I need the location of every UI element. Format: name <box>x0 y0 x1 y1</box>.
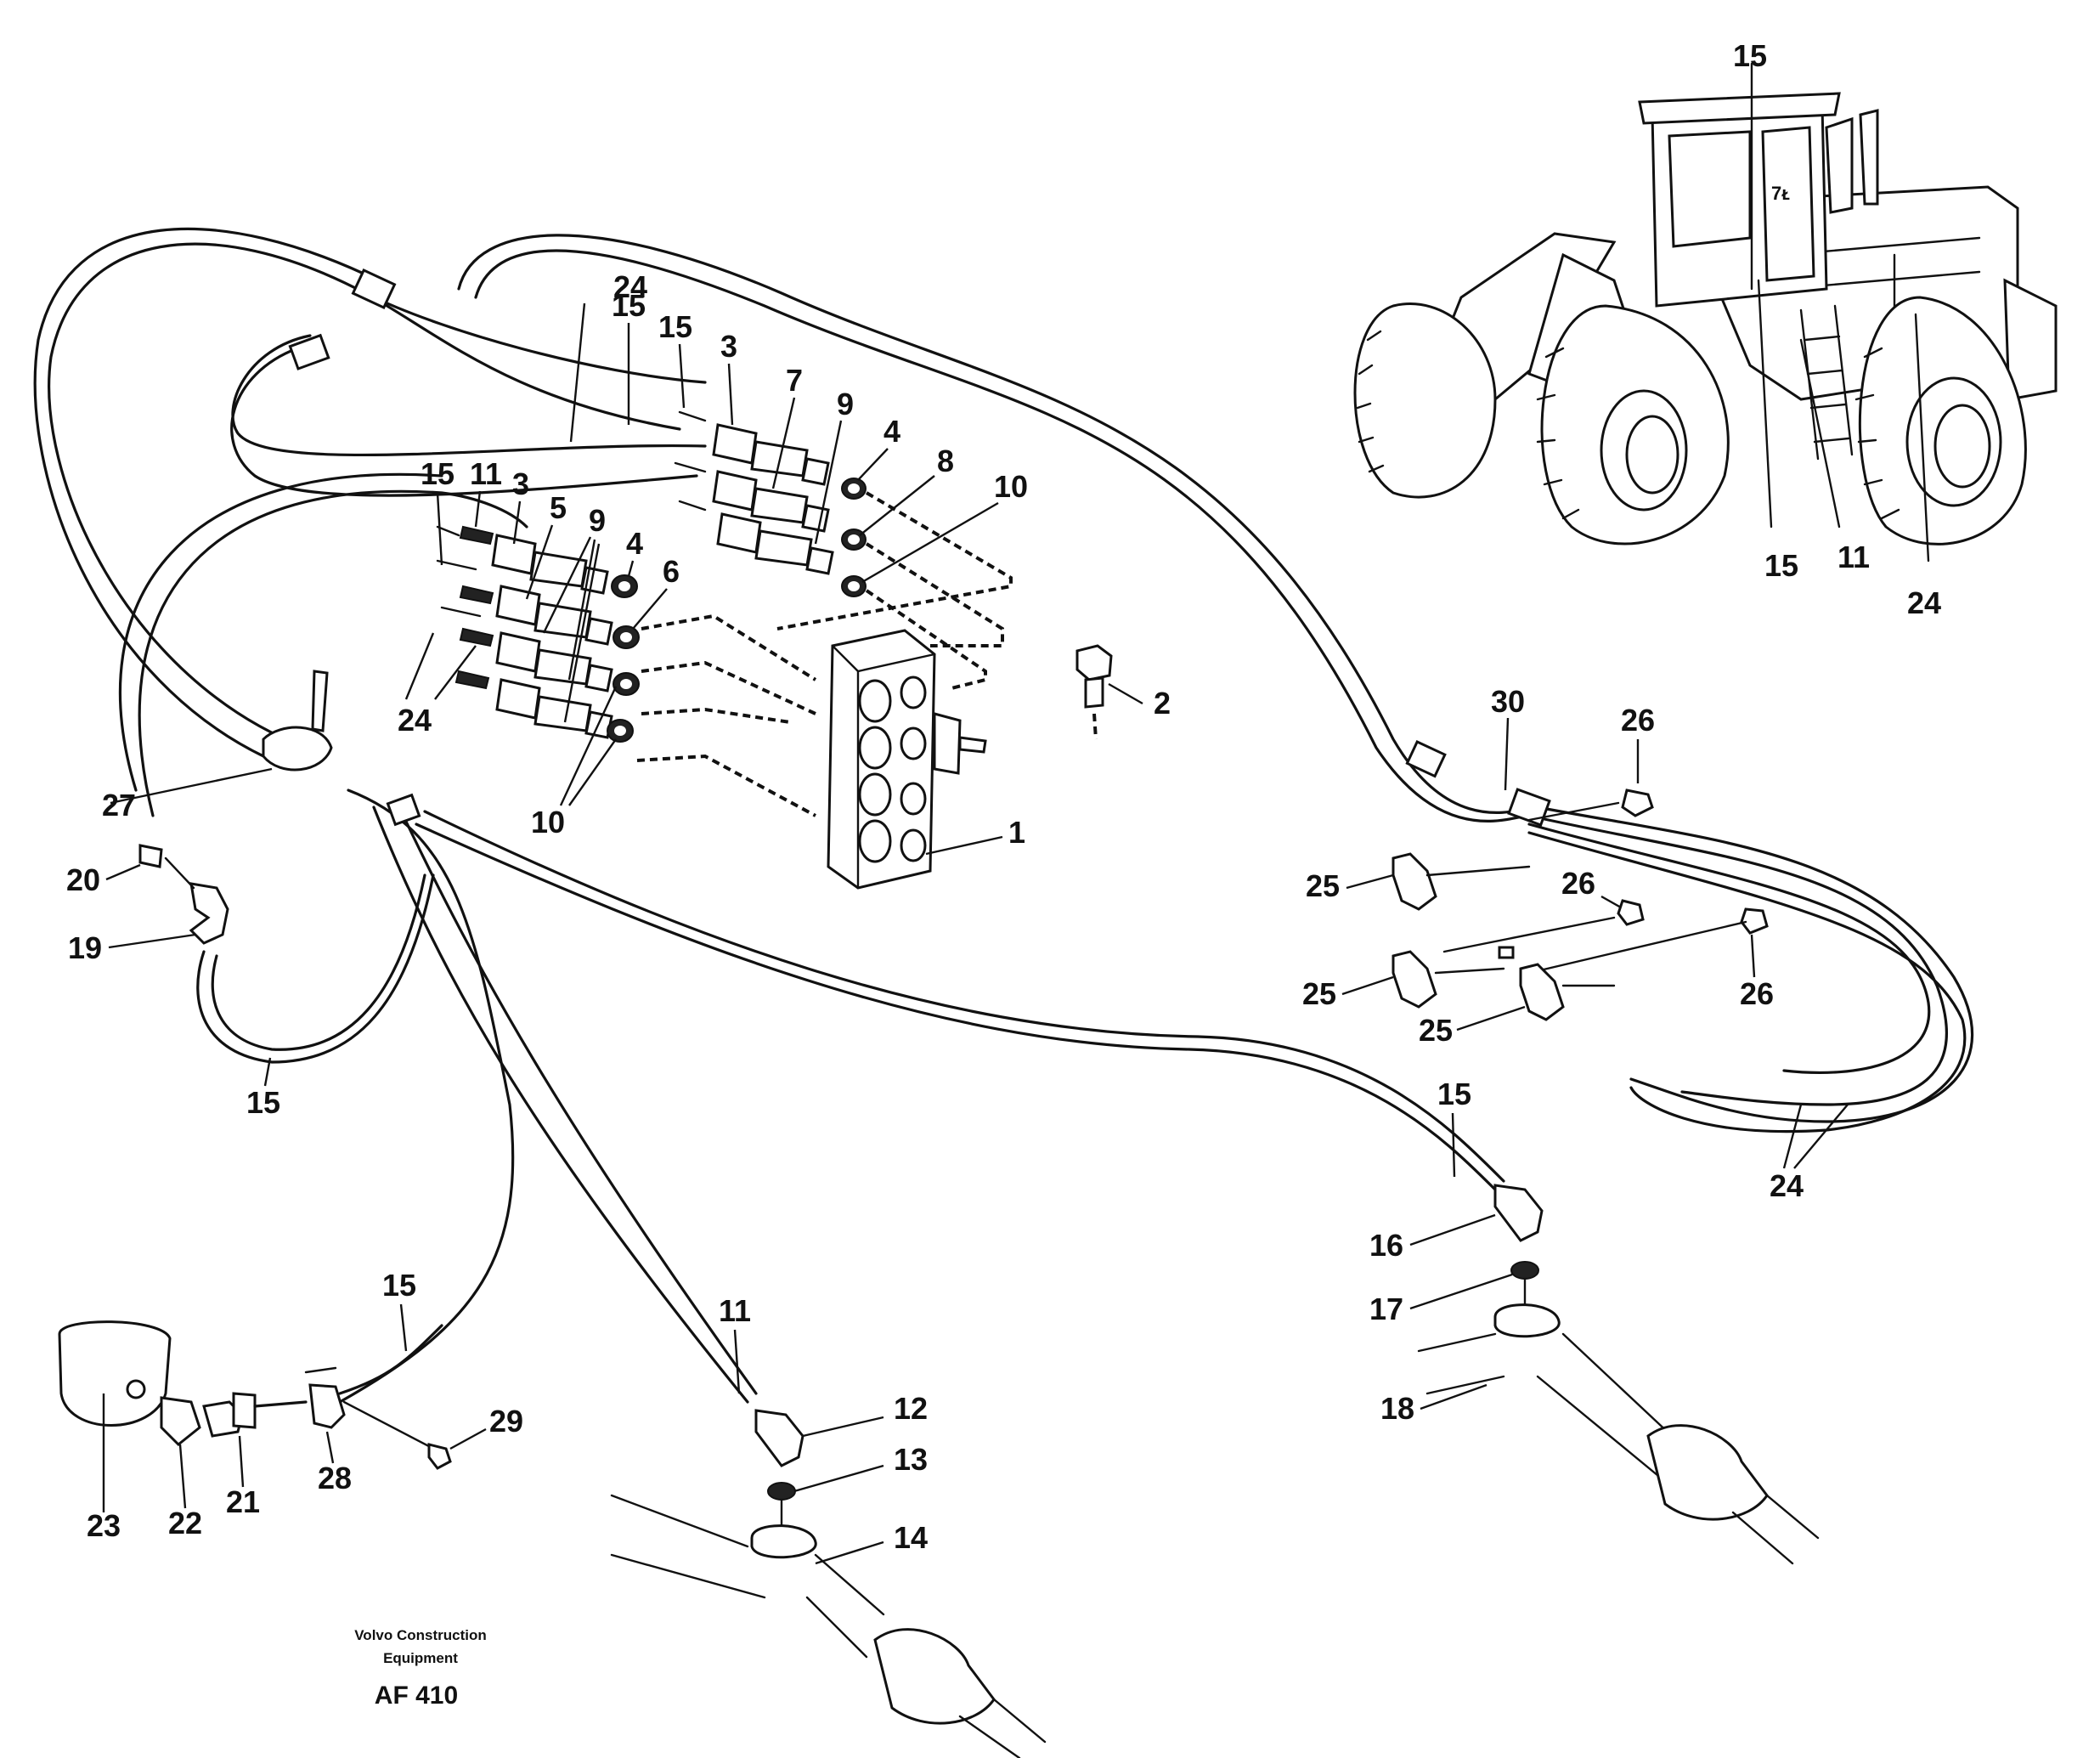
label-26-a: 26 <box>1621 703 1655 738</box>
label-24-top: 24 <box>613 269 647 304</box>
label-3-mid: 3 <box>512 466 529 501</box>
label-25-b: 25 <box>1302 976 1336 1011</box>
label-24-right: 24 <box>1770 1168 1804 1203</box>
label-15-top-a: 15 <box>612 288 646 323</box>
wheel-loader-illustration: 7ᴌ 15 15 11 24 <box>1353 38 2058 620</box>
label-30: 30 <box>1491 684 1525 719</box>
label-15-bottom: 15 <box>382 1268 416 1303</box>
drawing-code: AF 410 <box>375 1682 458 1710</box>
label-11-loader: 11 <box>1838 540 1870 574</box>
upper-fittings-group: 24 15 15 3 7 9 4 8 10 <box>569 269 1028 690</box>
label-15-right: 15 <box>1437 1077 1471 1111</box>
label-7: 7 <box>786 363 803 398</box>
label-18: 18 <box>1380 1391 1414 1426</box>
label-22: 22 <box>168 1506 202 1540</box>
svg-text:7ᴌ: 7ᴌ <box>1771 183 1790 204</box>
label-8: 8 <box>937 444 954 478</box>
label-11-mid: 11 <box>470 456 502 491</box>
label-1: 1 <box>1008 815 1025 850</box>
label-17: 17 <box>1369 1292 1403 1326</box>
label-25-a: 25 <box>1306 868 1340 903</box>
front-wheel <box>1353 302 1497 499</box>
label-29: 29 <box>489 1404 523 1439</box>
label-20: 20 <box>66 862 100 897</box>
middle-fittings-group: 15 11 3 5 9 4 6 24 10 <box>398 456 817 839</box>
label-10-upper: 10 <box>994 469 1028 504</box>
label-15-left: 15 <box>246 1085 280 1120</box>
right-elbows-group: 26 25 26 25 26 25 30 24 <box>1302 684 1849 1203</box>
label-23: 23 <box>87 1508 121 1543</box>
hose-routing: 27 <box>33 227 1974 1404</box>
label-15-top-b: 15 <box>658 309 692 344</box>
label-26-c: 26 <box>1740 976 1774 1011</box>
rear-wheel <box>1854 296 2027 545</box>
label-25-c: 25 <box>1419 1013 1453 1048</box>
label-3-upper: 3 <box>720 329 737 364</box>
label-16: 16 <box>1369 1228 1403 1263</box>
label-9-upper: 9 <box>837 387 854 421</box>
left-elbow-group: 20 19 15 <box>66 844 435 1120</box>
brand-line-2: Equipment <box>383 1650 458 1666</box>
label-10-lower: 10 <box>531 805 565 839</box>
label-9-mid: 9 <box>589 503 606 538</box>
label-27: 27 <box>102 788 136 822</box>
label-21: 21 <box>226 1484 260 1519</box>
label-4-mid: 4 <box>626 526 643 561</box>
label-14: 14 <box>894 1520 928 1555</box>
label-24-loader: 24 <box>1907 585 1941 620</box>
bottom-cylinder-group: 11 12 13 14 <box>610 1293 1047 1758</box>
label-26-b: 26 <box>1561 866 1595 901</box>
right-cylinder-group: 15 16 17 18 <box>1369 1077 1820 1565</box>
plug: 2 <box>1075 644 1171 740</box>
label-6: 6 <box>663 554 680 589</box>
title-block: Volvo Construction Equipment AF 410 <box>354 1627 487 1710</box>
brand-line-1: Volvo Construction <box>354 1627 487 1643</box>
label-13: 13 <box>894 1442 928 1477</box>
label-4-upper: 4 <box>883 414 900 449</box>
label-15-loader-lower: 15 <box>1764 548 1798 583</box>
label-19: 19 <box>68 930 102 965</box>
label-15-mid: 15 <box>421 456 454 491</box>
label-12: 12 <box>894 1391 928 1426</box>
label-28: 28 <box>318 1461 352 1495</box>
label-24-pair: 24 <box>398 703 432 738</box>
label-11-bottom: 11 <box>719 1293 751 1328</box>
distribution-block: 1 <box>827 629 1025 890</box>
label-5: 5 <box>550 490 567 525</box>
label-15-loader: 15 <box>1733 38 1767 73</box>
mid-wheel <box>1536 304 1730 545</box>
label-2: 2 <box>1154 686 1171 721</box>
tank-group: 23 22 21 28 29 15 <box>58 1268 523 1543</box>
